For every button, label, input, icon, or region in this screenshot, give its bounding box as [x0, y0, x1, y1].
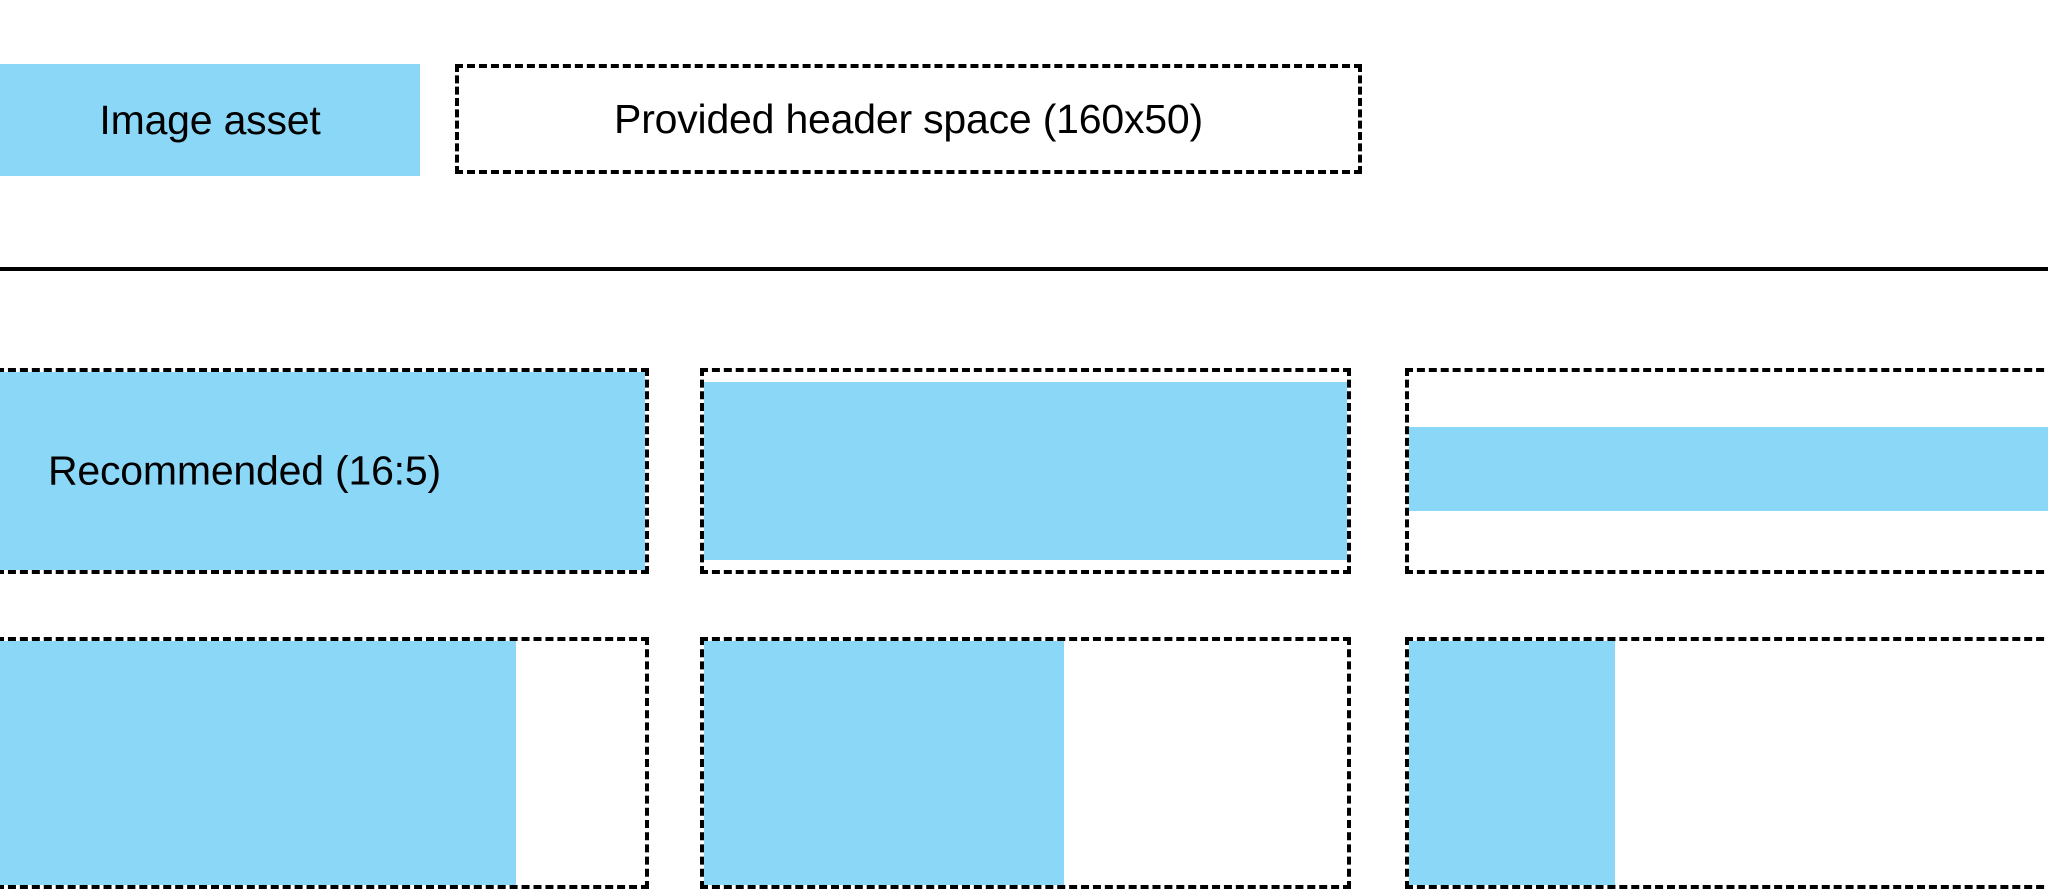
sample-vertical-inset: [700, 368, 1351, 574]
sample-full-bleed: Recommended (16:5): [0, 368, 649, 574]
provided-header-space-box: Provided header space (160x50): [455, 64, 1362, 174]
asset-fill: [0, 372, 645, 570]
asset-fill: [0, 641, 516, 885]
asset-fill: [1409, 427, 2048, 511]
section-divider: [0, 267, 2048, 271]
sample-wide-left: [0, 637, 649, 889]
asset-fill: [704, 381, 1347, 561]
recommended-ratio-label: Recommended (16:5): [48, 447, 441, 494]
asset-fill: [1409, 641, 1615, 885]
provided-header-space-label: Provided header space (160x50): [614, 95, 1203, 142]
sample-narrow-left: [1405, 637, 2048, 889]
image-asset-label: Image asset: [99, 96, 321, 143]
image-asset-swatch: Image asset: [0, 64, 420, 176]
sample-medium-left: [700, 637, 1351, 889]
asset-fill: [704, 641, 1065, 885]
sample-center-band: [1405, 368, 2048, 574]
